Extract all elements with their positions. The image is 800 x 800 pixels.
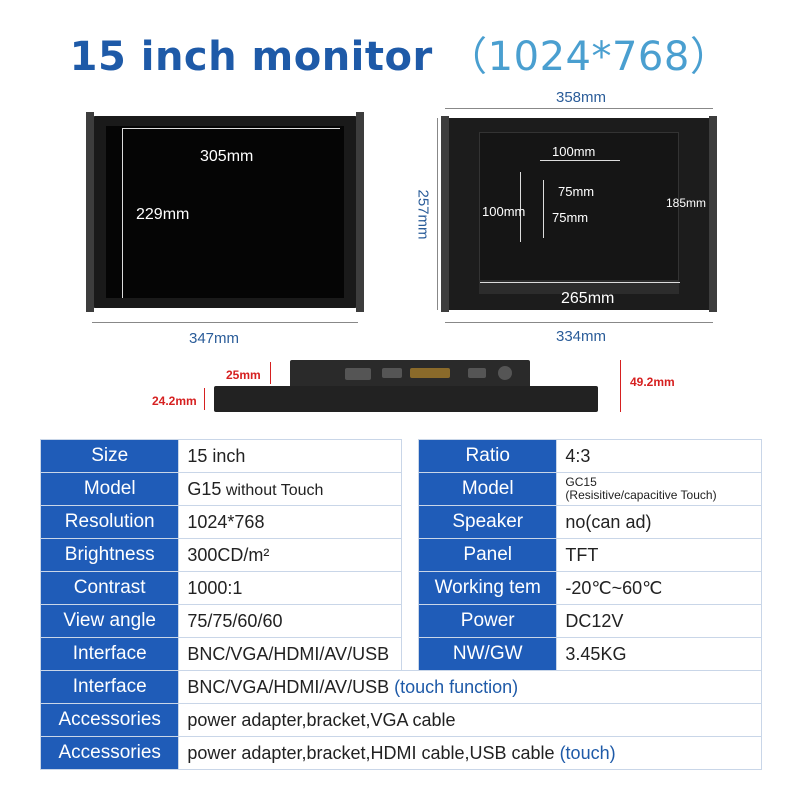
front-outer-width-label: 347mm xyxy=(189,330,240,347)
spec-value: power adapter,bracket,VGA cable xyxy=(178,703,762,737)
spec-value: 75/75/60/60 xyxy=(178,604,402,638)
back-inner-top-label: 100mm xyxy=(552,144,596,159)
back-inner-mid-label: 75mm xyxy=(558,184,595,199)
spec-value: TFT xyxy=(556,538,762,572)
back-right-label: 185mm xyxy=(666,196,707,210)
spec-label: Resolution xyxy=(39,505,180,539)
spec-value: BNC/VGA/HDMI/AV/USB xyxy=(178,637,402,671)
spec-label: Model xyxy=(418,472,558,506)
spec-table: Size 15 inch Ratio 4:3 Model G15 without… xyxy=(39,439,762,770)
back-top-label: 358mm xyxy=(556,89,607,106)
vga-port xyxy=(345,368,371,380)
spec-value: GC15(Resisitive/capacitive Touch) xyxy=(556,472,762,506)
back-inner-v-label: 75mm xyxy=(552,210,589,225)
table-row: Brightness 300CD/m² Panel TFT xyxy=(39,538,762,572)
table-row: Resolution 1024*768 Speaker no(can ad) xyxy=(39,505,762,539)
spec-label: Model xyxy=(39,472,180,506)
front-width-label: 305mm xyxy=(200,148,254,165)
bnc-port xyxy=(498,366,512,380)
side-top-label: 25mm xyxy=(226,368,261,382)
table-row: Contrast 1000:1 Working tem -20℃~60℃ xyxy=(39,571,762,605)
left-bracket xyxy=(441,116,449,312)
table-row: View angle 75/75/60/60 Power DC12V xyxy=(39,604,762,638)
spec-label: View angle xyxy=(39,604,180,638)
spec-value: 15 inch xyxy=(178,439,402,473)
dim-line xyxy=(437,118,438,310)
table-row: Interface BNC/VGA/HDMI/AV/USB NW/GW 3.45… xyxy=(39,637,762,671)
title-resolution: （1024*768） xyxy=(447,34,731,80)
monitor-back-image xyxy=(441,116,717,312)
usb-port xyxy=(468,368,486,378)
dim-line xyxy=(520,172,521,242)
table-row: Accessories power adapter,bracket,VGA ca… xyxy=(39,703,762,737)
av-ports xyxy=(410,368,450,378)
dim-line xyxy=(92,322,358,323)
back-inner-bottom-label: 265mm xyxy=(561,290,615,307)
hdmi-port xyxy=(382,368,402,378)
title-main: 15 inch monitor xyxy=(69,34,433,80)
dim-line xyxy=(620,360,621,412)
page-title: 15 inch monitor （1024*768） xyxy=(0,24,800,82)
spec-label: Size xyxy=(39,439,180,473)
spec-label: Ratio xyxy=(418,439,558,473)
spec-value: 300CD/m² xyxy=(178,538,402,572)
table-row: Accessories power adapter,bracket,HDMI c… xyxy=(39,736,762,770)
spec-label: Accessories xyxy=(39,703,180,737)
spec-label: Interface xyxy=(39,637,180,671)
back-bottom-label: 334mm xyxy=(556,328,607,345)
spec-value: 4:3 xyxy=(556,439,762,473)
table-row: Size 15 inch Ratio 4:3 xyxy=(39,439,762,473)
table-row: Model G15 without Touch Model GC15(Resis… xyxy=(39,472,762,506)
dim-line xyxy=(543,180,544,238)
dim-line xyxy=(480,282,680,283)
spec-value: 1000:1 xyxy=(178,571,402,605)
table-row: Interface BNC/VGA/HDMI/AV/USB (touch fun… xyxy=(39,670,762,704)
back-panel xyxy=(479,132,679,282)
spec-value: -20℃~60℃ xyxy=(556,571,762,605)
spec-value: DC12V xyxy=(556,604,762,638)
spec-label: Interface xyxy=(39,670,180,704)
dim-line xyxy=(204,388,205,410)
side-right-label: 49.2mm xyxy=(630,375,675,389)
dim-line xyxy=(122,128,123,298)
monitor-screen xyxy=(106,126,344,298)
spec-value: no(can ad) xyxy=(556,505,762,539)
front-height-label: 229mm xyxy=(136,206,190,223)
monitor-front-image xyxy=(86,112,364,312)
right-bracket xyxy=(356,112,364,312)
dim-line xyxy=(122,128,340,129)
monitor-side-base xyxy=(214,386,598,412)
side-left-label: 24.2mm xyxy=(152,394,197,408)
dim-line xyxy=(445,108,713,109)
dim-line xyxy=(540,160,620,161)
spec-label: NW/GW xyxy=(418,637,558,671)
port-strip xyxy=(479,280,679,294)
spec-label: Brightness xyxy=(39,538,180,572)
back-inner-left-label: 100mm xyxy=(482,204,526,219)
spec-label: Speaker xyxy=(418,505,558,539)
spec-label: Panel xyxy=(418,538,558,572)
dim-line xyxy=(445,322,713,323)
spec-label: Power xyxy=(418,604,558,638)
dim-line xyxy=(270,362,271,384)
back-height-label: 257mm xyxy=(414,189,432,240)
right-bracket xyxy=(709,116,717,312)
spec-label: Contrast xyxy=(39,571,180,605)
spec-label: Working tem xyxy=(418,571,558,605)
left-bracket xyxy=(86,112,94,312)
spec-value: BNC/VGA/HDMI/AV/USB (touch function) xyxy=(178,670,762,704)
spec-value: power adapter,bracket,HDMI cable,USB cab… xyxy=(178,736,762,770)
spec-value: 3.45KG xyxy=(556,637,762,671)
spec-value: 1024*768 xyxy=(178,505,402,539)
spec-label: Accessories xyxy=(39,736,180,770)
spec-value: G15 without Touch xyxy=(178,472,402,506)
monitor-side-image xyxy=(290,360,530,388)
